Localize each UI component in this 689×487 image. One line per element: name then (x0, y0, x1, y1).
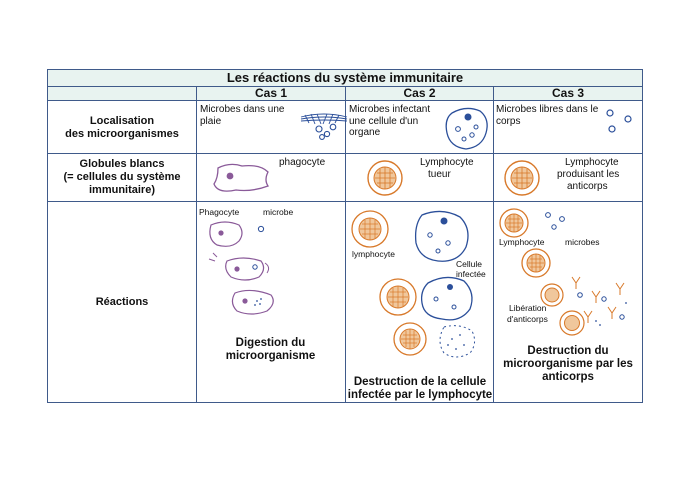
cas1-caption-line1: Digestion du (235, 337, 306, 349)
phagocytosis-sequence (208, 221, 274, 315)
lymphocyte-anticorps-icon (504, 160, 540, 196)
row-label-globules-line1: Globules blancs (79, 158, 165, 170)
cas3-reaction-lymphocyte-label: Lymphocyte (499, 237, 545, 247)
cas3-globules-line2: produisant les (557, 169, 620, 180)
table-title: Les réactions du système immunitaire (47, 69, 643, 87)
row-label-globules-line2: (= cellules du système (63, 171, 181, 183)
cas3-localisation-text: Microbes libres dans le corps (496, 104, 599, 127)
lymphocyte-tueur-icon (367, 160, 403, 196)
cas2-caption-line1: Destruction de la cellule (353, 376, 487, 388)
cas1-reaction-microbe-label: microbe (263, 207, 294, 217)
header-cas-2: Cas 2 (345, 87, 493, 101)
cas3-globules-line3: anticorps (567, 181, 608, 192)
cas3-globules-line1: Lymphocyte (565, 157, 619, 168)
cytotoxic-reaction-illustration (351, 210, 476, 358)
cas3-caption-line3: anticorps (542, 371, 594, 383)
cas1-reaction-phagocyte-label: Phagocyte (199, 207, 240, 217)
free-microbes-icon (606, 109, 632, 133)
phagocyte-icon (213, 163, 269, 192)
cas2-localisation-text: Microbes infectant une cellule d'un orga… (349, 104, 431, 138)
cas2-caption-line2: infectée par le lymphocyte (347, 389, 493, 401)
cas2-caption: Destruction de la cellule infectée par l… (347, 376, 493, 402)
wound-microbes-illustration (300, 113, 348, 140)
cas3-reaction-microbes-label: microbes (565, 237, 600, 247)
antibody-reaction-illustration (499, 208, 627, 336)
cas2-globules-line2: tueur (428, 169, 451, 180)
cas1-caption-line2: microorganisme (225, 350, 316, 362)
row-label-globules: Globules blancs (= cellules du système i… (48, 154, 196, 201)
phagocyte-label: phagocyte (279, 157, 326, 168)
cas2-reaction-cellule-line2: infectée (456, 269, 486, 279)
row-label-localisation-line1: Localisation (89, 114, 155, 127)
cas1-localisation-text: Microbes dans une plaie (200, 104, 285, 127)
cas3-caption: Destruction du microorganisme par les an… (495, 345, 641, 384)
cas2-reaction-lymphocyte-label: lymphocyte (352, 249, 395, 259)
row-label-localisation-line2: des microorganismes (65, 127, 179, 140)
infected-cell-icon (445, 107, 488, 150)
cas3-reaction-liberation-line1: Libération (509, 303, 547, 313)
cas2-reaction-cellule-line1: Cellule (456, 259, 482, 269)
row-label-globules-line3: immunitaire) (88, 184, 155, 196)
header-cas-3: Cas 3 (493, 87, 643, 101)
cas3-caption-line2: microorganisme par les (503, 358, 633, 370)
cas2-globules-line1: Lymphocyte (420, 157, 474, 168)
cas3-caption-line1: Destruction du (527, 345, 609, 357)
cas3-reaction-liberation-line2: d'anticorps (507, 314, 548, 324)
row-label-reactions: Réactions (95, 295, 149, 308)
header-cas-1: Cas 1 (196, 87, 345, 101)
immune-table: Les réactions du système immunitaire Cas… (47, 69, 643, 403)
row-label-localisation: Localisation des microorganismes (48, 102, 196, 153)
cas1-caption: Digestion du microorganisme (199, 337, 342, 363)
header-empty-cell (47, 87, 196, 101)
